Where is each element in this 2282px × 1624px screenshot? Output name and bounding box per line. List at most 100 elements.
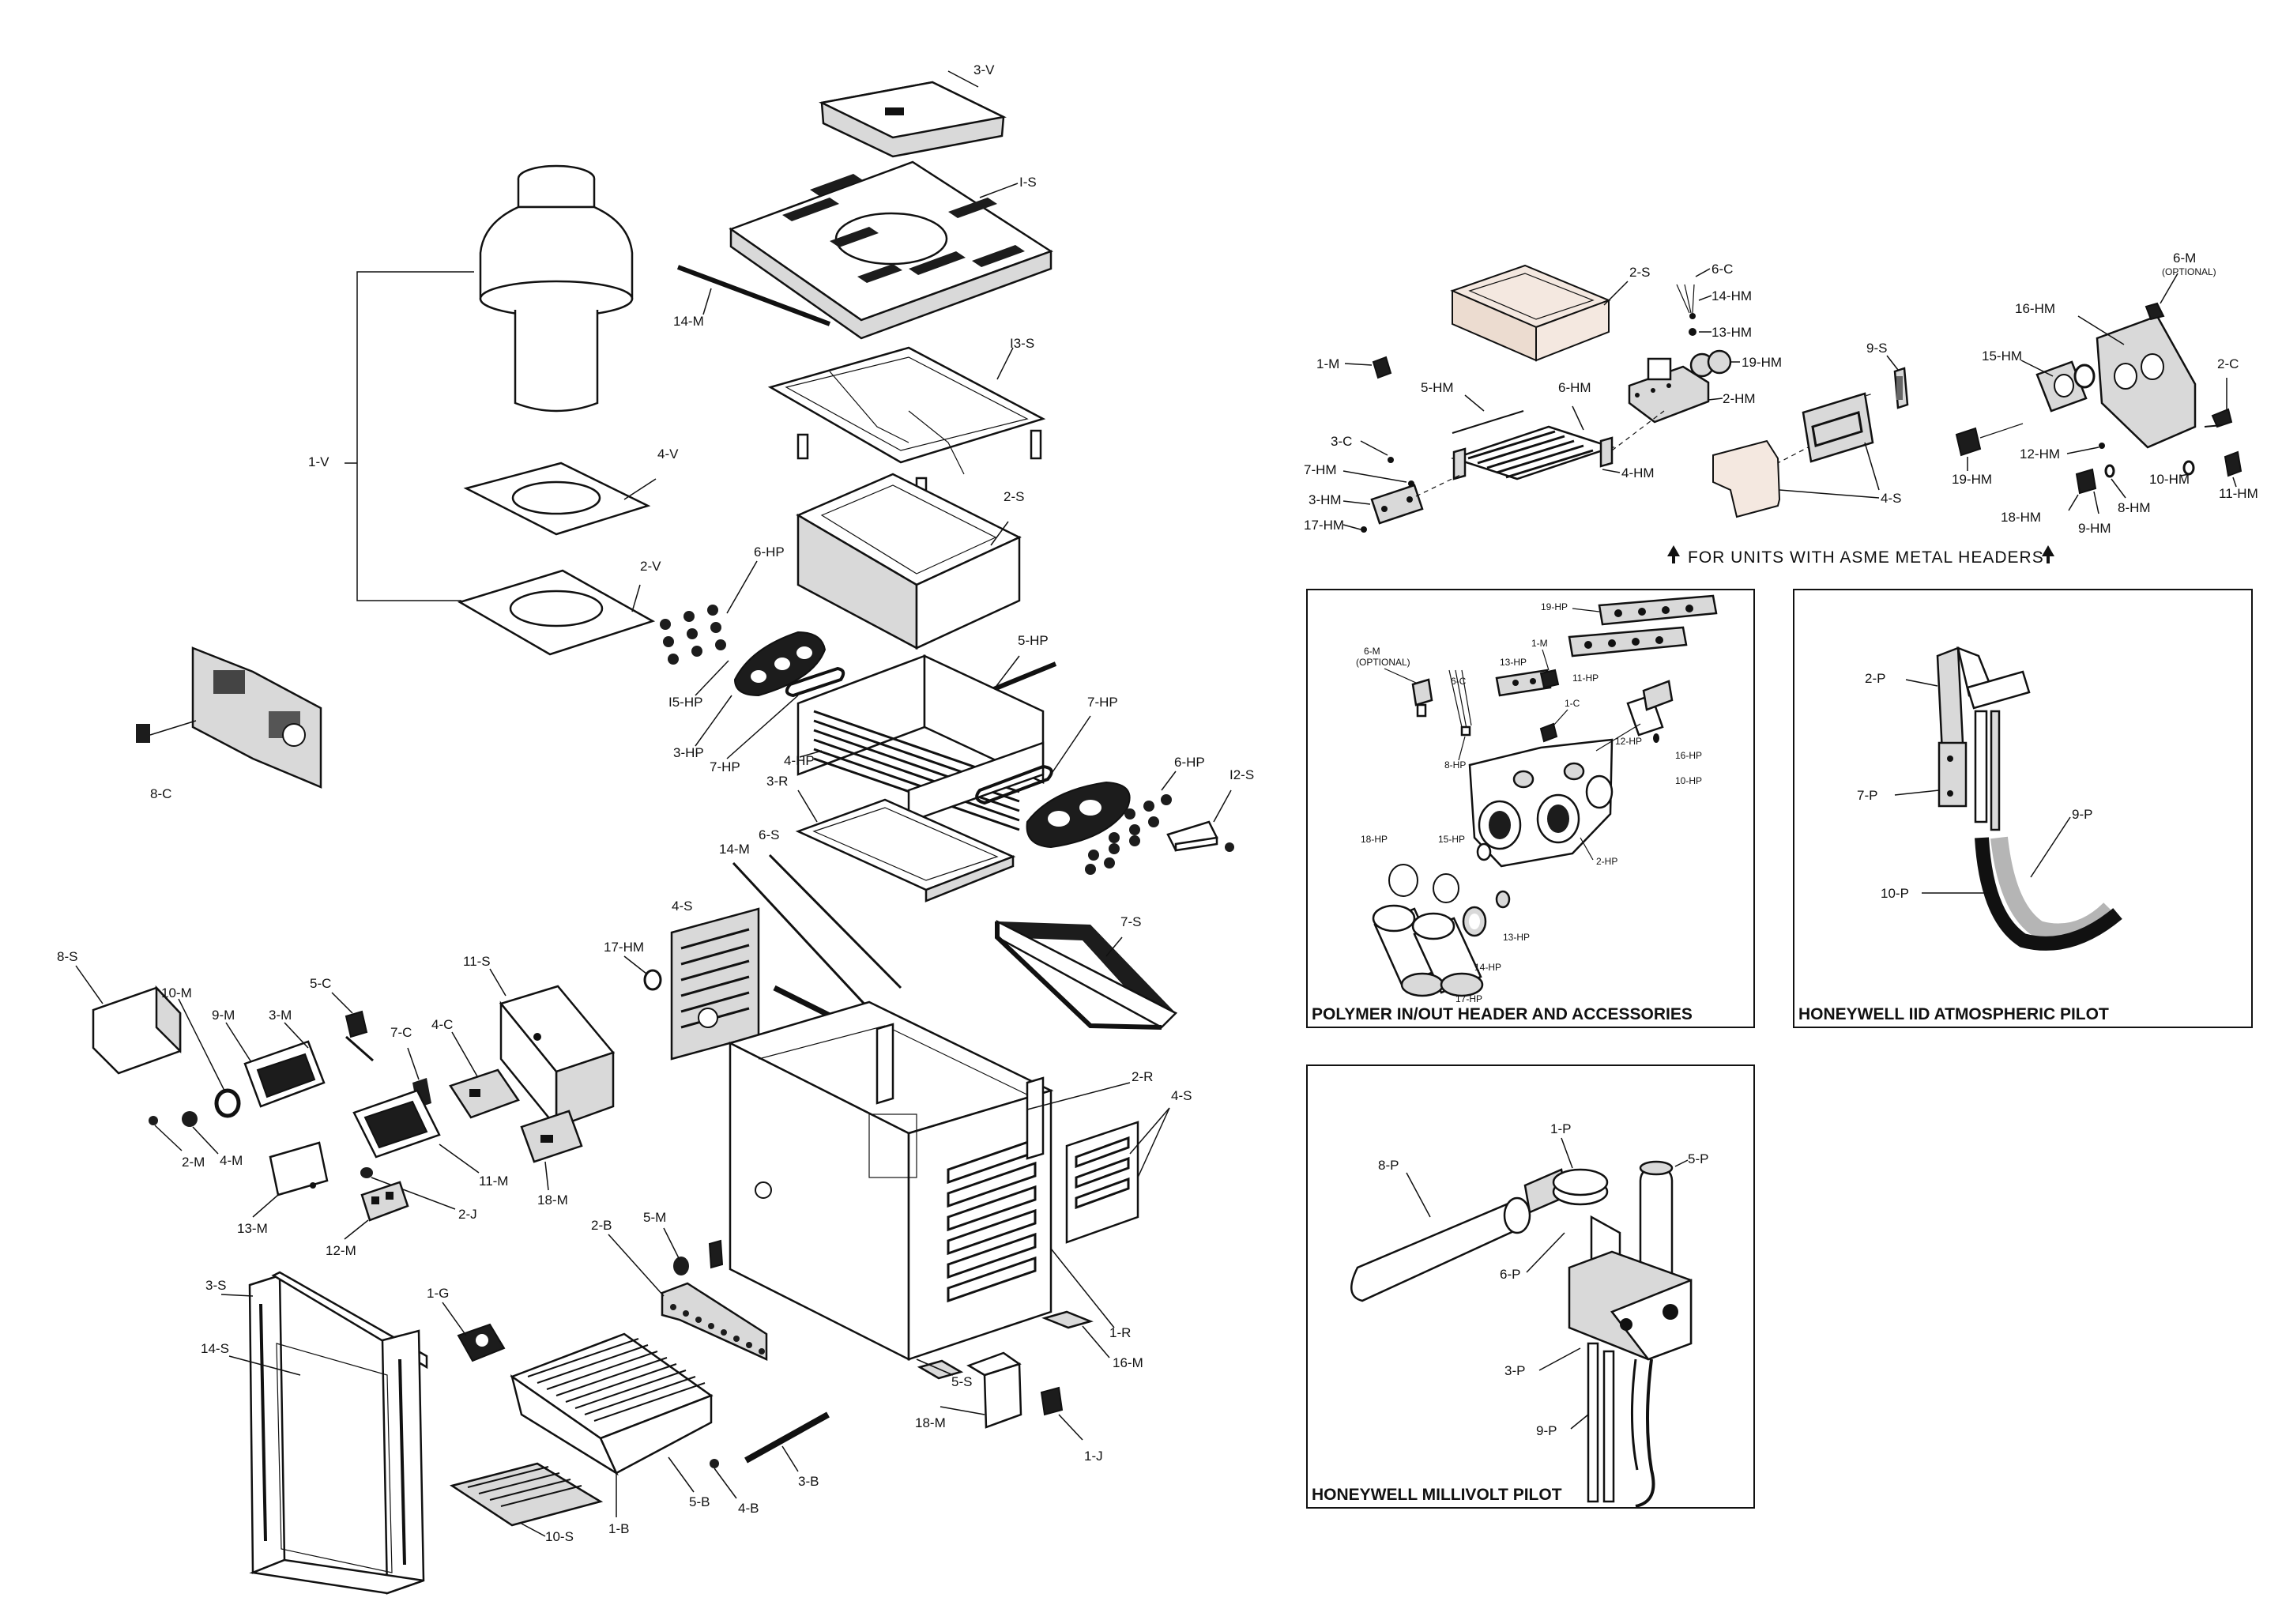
label-13-HP-top: 13-HP [1500, 657, 1527, 668]
part-asme-chamber [1450, 264, 1611, 362]
label-6-C-asme: 6-C [1712, 262, 1733, 277]
part-combustion-chamber [796, 473, 1022, 650]
part-control-board [136, 646, 322, 789]
label-1-B: 1-B [608, 1521, 629, 1536]
part-base-plate [449, 1462, 604, 1527]
label-18-M-upper: 18-M [537, 1193, 568, 1208]
part-board-4c [449, 1068, 520, 1119]
label-5-C: 5-C [310, 976, 331, 991]
part-vent [479, 164, 634, 413]
part-top-panel [729, 160, 1053, 340]
label-8-P: 8-P [1378, 1158, 1399, 1173]
label-6-HM: 6-HM [1558, 380, 1591, 395]
label-3-HP: 3-HP [673, 745, 704, 760]
part-burner-tray [510, 1332, 714, 1476]
millivolt-caption: HONEYWELL MILLIVOLT PILOT [1312, 1486, 1562, 1504]
label-3-M: 3-M [269, 1008, 292, 1023]
label-6-M-polymer: 6-M [1364, 646, 1380, 657]
part-asme-bracket-9s [1893, 367, 1909, 409]
part-asme-bracket-3hm [1370, 484, 1424, 525]
label-13-HP-lower: 13-HP [1503, 932, 1530, 943]
label-4-HM: 4-HM [1621, 465, 1655, 480]
label-9-P-iid: 9-P [2072, 807, 2092, 822]
label-17-HP: 17-HP [1455, 993, 1482, 1004]
label-9-S-asme: 9-S [1866, 341, 1887, 356]
label-5-M: 5-M [643, 1210, 666, 1225]
label-17-HM-left: 17-HM [604, 940, 644, 955]
label-1-V: 1-V [308, 454, 329, 469]
label-2-B: 2-B [591, 1218, 612, 1233]
label-2-S-asme: 2-S [1629, 265, 1650, 280]
label-7-S: 7-S [1120, 914, 1141, 929]
label-3-C-asme: 3-C [1331, 434, 1352, 449]
label-1-M-asme: 1-M [1316, 356, 1339, 371]
label-3-V: 3-V [973, 62, 995, 77]
part-header-left [733, 631, 827, 697]
label-7-C: 7-C [390, 1025, 412, 1040]
label-3-P: 3-P [1504, 1363, 1525, 1378]
part-manifold-2b [661, 1282, 768, 1361]
label-16-HP: 16-HP [1675, 750, 1702, 761]
label-12-HM: 12-HM [2020, 447, 2060, 462]
label-1-R: 1-R [1109, 1325, 1131, 1340]
label-8-S: 8-S [57, 949, 77, 964]
label-18-HM: 18-HM [2001, 510, 2041, 525]
label-5-HP: 5-HP [1018, 633, 1049, 648]
label-4-S-right: 4-S [1171, 1088, 1192, 1103]
label-14-M-mid: 14-M [719, 842, 750, 857]
iid-caption: HONEYWELL IID ATMOSPHERIC PILOT [1798, 1005, 2109, 1023]
part-asme-panel-4s [1712, 392, 1874, 518]
label-11-S: 11-S [463, 954, 491, 969]
label-18-M-lower: 18-M [915, 1415, 946, 1430]
label-12-HP: 12-HP [1615, 736, 1642, 747]
label-3-B: 3-B [798, 1474, 819, 1489]
label-6-HP-top: 6-HP [754, 544, 785, 560]
label-13-HM: 13-HM [1712, 325, 1752, 340]
label-8-HP: 8-HP [1444, 759, 1466, 771]
label-7-HM: 7-HM [1304, 462, 1337, 477]
part-gas-valve-1g [457, 1323, 506, 1362]
label-15-HP: 15-HP [1438, 834, 1465, 845]
label-14-M-top: 14-M [673, 314, 704, 329]
label-18-HP: 18-HP [1361, 834, 1388, 845]
part-header-right [1026, 781, 1131, 849]
label-17-HM-asme: 17-HM [1304, 518, 1344, 533]
label-4-C: 4-C [431, 1017, 453, 1032]
part-board-18m [520, 1110, 583, 1163]
label-14-HP: 14-HP [1474, 962, 1501, 973]
label-8-C: 8-C [150, 786, 171, 801]
label-8-HM: 8-HM [2118, 500, 2151, 515]
part-gasket-frame [995, 919, 1178, 1030]
part-asme-plug-18hm [2075, 464, 2115, 495]
asme-note-text: FOR UNITS WITH ASME METAL HEADERS [1688, 548, 2044, 567]
label-5-P: 5-P [1688, 1151, 1708, 1166]
part-gasket-4v [463, 462, 651, 536]
label-3-S: 3-S [205, 1278, 226, 1293]
label-11-HM: 11-HM [2219, 486, 2258, 501]
label-10-M: 10-M [161, 985, 192, 1000]
label-19-HP: 19-HP [1541, 601, 1568, 612]
part-asme-plug-19hm [1955, 423, 2024, 457]
part-bracket-12s [1166, 820, 1234, 852]
part-vent-cap [819, 81, 1007, 158]
part-bezel-9m [214, 1040, 326, 1118]
part-switch-12m [360, 1181, 409, 1222]
part-bezel-11m [352, 1089, 441, 1159]
label-5-B: 5-B [689, 1494, 710, 1509]
label-14-S: 14-S [201, 1341, 229, 1356]
part-asme-plug-1m [1372, 356, 1392, 379]
part-gasket-2v [457, 569, 656, 656]
part-switch-5m [673, 1239, 724, 1275]
label-12-M: 12-M [326, 1243, 356, 1258]
polymer-unions [1595, 680, 1674, 752]
part-asme-wires [1676, 284, 1696, 336]
label-7-HP-left: 7-HP [710, 759, 740, 774]
part-asme-header-2hm [1628, 349, 1732, 424]
polymer-header-rail [1495, 594, 1718, 697]
part-front-panel-3s [248, 1271, 428, 1595]
label-7-P-iid: 7-P [1857, 788, 1877, 803]
label-15-HP: I5-HP [668, 695, 702, 710]
label-4-B: 4-B [738, 1501, 759, 1516]
label-I3-S: I3-S [1010, 336, 1034, 351]
